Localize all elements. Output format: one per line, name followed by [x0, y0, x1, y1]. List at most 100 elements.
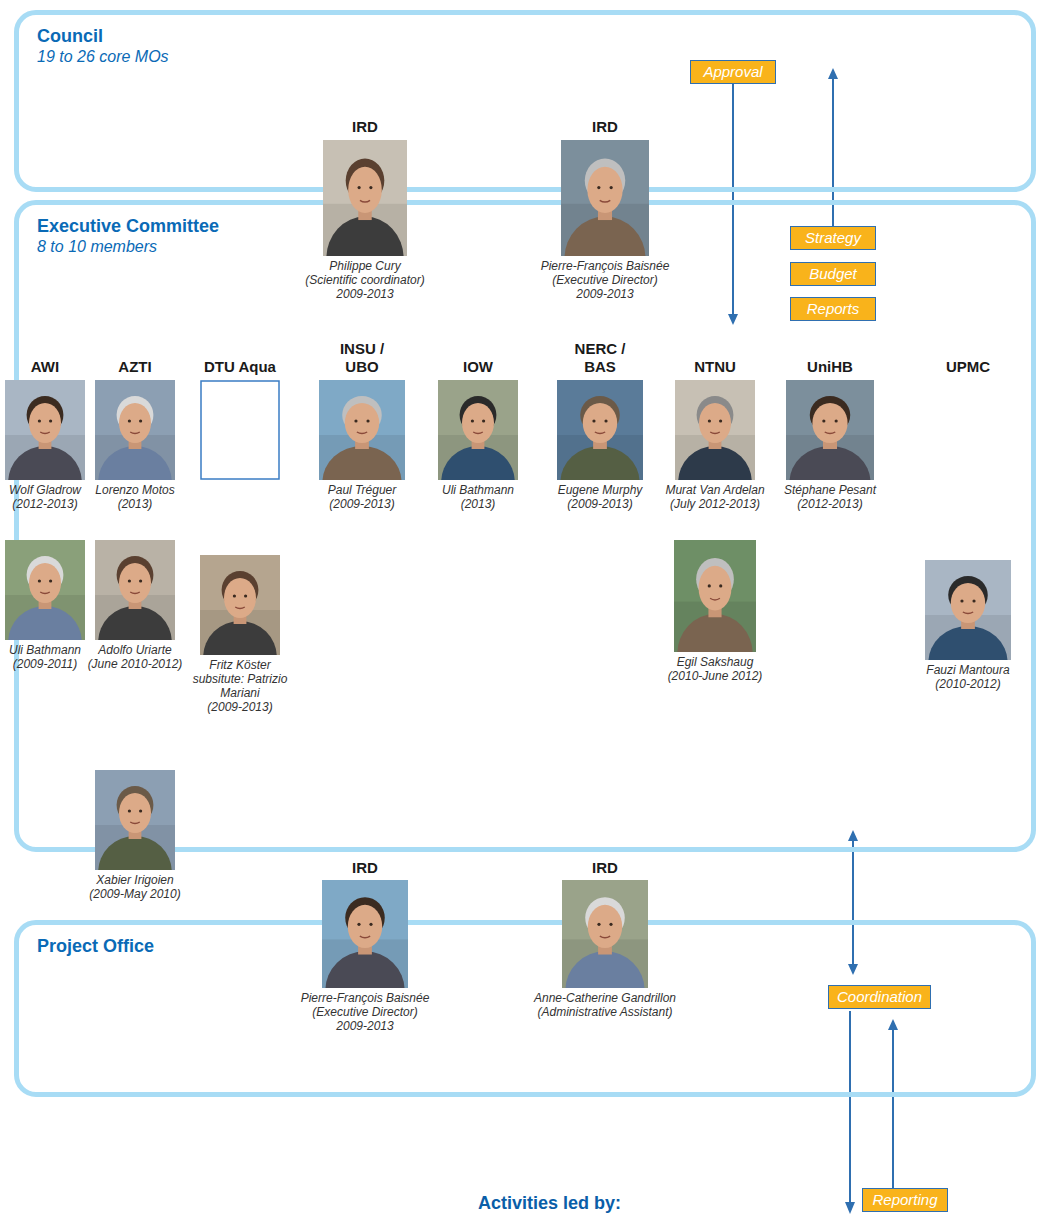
- portrait-photo: [5, 380, 85, 480]
- portrait-photo: [786, 380, 874, 480]
- flow-arrow: [888, 1019, 898, 1188]
- portrait-photo: [562, 880, 648, 988]
- person-name: Stéphane Pesant: [776, 483, 884, 497]
- person-name: Lorenzo Motos: [81, 483, 189, 497]
- label-slot: AZTI: [85, 358, 185, 376]
- section-heading: Activities led by:: [478, 1192, 621, 1214]
- person-name: Anne-Catherine Gandrillon: [520, 991, 690, 1005]
- organisation-label: IRD: [315, 859, 415, 877]
- organisation-label: AWI: [0, 358, 95, 376]
- person-name: Pierre-François Baisnée: [520, 259, 690, 273]
- person-card: Wolf Gladrow(2012-2013): [0, 380, 99, 511]
- person-role: (2012-2013): [0, 497, 99, 511]
- arrow-head: [888, 1019, 898, 1030]
- portrait-photo: [438, 380, 518, 480]
- person-name: Uli Bathmann: [0, 643, 99, 657]
- box-subtitle: 19 to 26 core MOs: [37, 47, 1013, 67]
- person-name: Adolfo Uriarte: [81, 643, 189, 657]
- person-name: Paul Tréguer: [308, 483, 416, 497]
- arrow-line: [852, 839, 854, 966]
- organisation-label: IRD: [315, 118, 415, 136]
- office-box: Project OfficePierre-François Baisnée(Ex…: [14, 920, 1036, 1097]
- person-role: (2009-2013): [308, 497, 416, 511]
- portrait-photo: [95, 770, 175, 870]
- person-card: Fritz Köstersubsitute: Patrizio Mariani(…: [193, 380, 288, 714]
- coordination-arrow-line: [849, 1011, 851, 1203]
- flow-tag: Coordination: [828, 985, 931, 1009]
- label-slot: IRD: [555, 859, 655, 877]
- person-name: Fauzi Mantoura: [914, 663, 1022, 677]
- person-card: Stéphane Pesant(2012-2013): [776, 380, 884, 511]
- person-role: (Administrative Assistant): [520, 1005, 690, 1019]
- arrow-head: [828, 68, 838, 79]
- portrait-photo: [561, 140, 649, 256]
- person-name: Pierre-François Baisnée: [280, 991, 450, 1005]
- person-role: 2009-2013: [280, 1019, 450, 1033]
- person-card: Philippe Cury(Scientific coordinator)200…: [280, 140, 450, 301]
- flow-tag: Reports: [790, 297, 876, 321]
- person-role: (Executive Director): [280, 1005, 450, 1019]
- person-name: Egil Sakshaug: [661, 655, 769, 669]
- organisation-label: UPMC: [918, 358, 1018, 376]
- empty-photo-frame: [200, 380, 280, 480]
- arrow-head: [728, 314, 738, 325]
- person-name: Uli Bathmann: [424, 483, 532, 497]
- label-slot: NERC / BAS: [569, 340, 631, 376]
- organisation-label: IRD: [555, 118, 655, 136]
- person-role: (2009-2013): [546, 497, 654, 511]
- person-role: 2009-2013: [280, 287, 450, 301]
- arrow-head: [848, 830, 858, 841]
- person-name: Fritz Köster: [193, 658, 288, 672]
- person-name: Wolf Gladrow: [0, 483, 99, 497]
- person-role: (2013): [424, 497, 532, 511]
- flow-tag: Approval: [690, 60, 776, 84]
- portrait-photo: [319, 380, 405, 480]
- person-card: Adolfo Uriarte(June 2010-2012): [81, 540, 189, 671]
- person-card: Pierre-François Baisnée(Executive Direct…: [280, 880, 450, 1033]
- portrait-photo: [5, 540, 85, 640]
- person-role: (June 2010-2012): [81, 657, 189, 671]
- person-card: Uli Bathmann(2013): [424, 380, 532, 511]
- flow-tag: Strategy: [790, 226, 876, 250]
- person-role: 2009-2013: [520, 287, 690, 301]
- label-slot: IOW: [428, 358, 528, 376]
- person-card: Pierre-François Baisnée(Executive Direct…: [520, 140, 690, 301]
- tag-text: Approval: [699, 63, 767, 81]
- portrait-photo: [323, 140, 407, 256]
- person-name: Xabier Irigoien: [81, 873, 189, 887]
- person-role: (2012-2013): [776, 497, 884, 511]
- label-slot: Activities led by:: [478, 1192, 621, 1214]
- organisation-label: IRD: [555, 859, 655, 877]
- portrait-photo: [95, 540, 175, 640]
- portrait-photo: [675, 380, 755, 480]
- tag-text: Reports: [799, 300, 867, 318]
- organisation-label: NTNU: [665, 358, 765, 376]
- organisation-label: DTU Aqua: [190, 358, 290, 376]
- person-card: Anne-Catherine Gandrillon(Administrative…: [520, 880, 690, 1019]
- portrait-photo: [925, 560, 1011, 660]
- label-slot: IRD: [315, 118, 415, 136]
- person-role: (July 2012-2013): [661, 497, 769, 511]
- label-slot: UPMC: [918, 358, 1018, 376]
- person-role: (2013): [81, 497, 189, 511]
- person-role: (Executive Director): [520, 273, 690, 287]
- portrait-photo: [557, 380, 643, 480]
- label-slot: NTNU: [665, 358, 765, 376]
- organisation-label: UniHB: [780, 358, 880, 376]
- person-card: Paul Tréguer(2009-2013): [308, 380, 416, 511]
- label-slot: UniHB: [780, 358, 880, 376]
- person-role: (2009-2013): [193, 700, 288, 714]
- portrait-photo: [200, 555, 280, 655]
- organisation-label: NERC / BAS: [569, 340, 631, 376]
- person-role: (Scientific coordinator): [280, 273, 450, 287]
- person-card: Egil Sakshaug(2010-June 2012): [661, 540, 769, 683]
- box-title: Council: [37, 25, 1013, 47]
- portrait-photo: [322, 880, 408, 988]
- portrait-photo: [95, 380, 175, 480]
- person-card: Fauzi Mantoura(2010-2012): [914, 560, 1022, 691]
- tag-text: Budget: [799, 265, 867, 283]
- label-slot: AWI: [0, 358, 95, 376]
- person-card: Lorenzo Motos(2013): [81, 380, 189, 511]
- portrait-photo: [674, 540, 756, 652]
